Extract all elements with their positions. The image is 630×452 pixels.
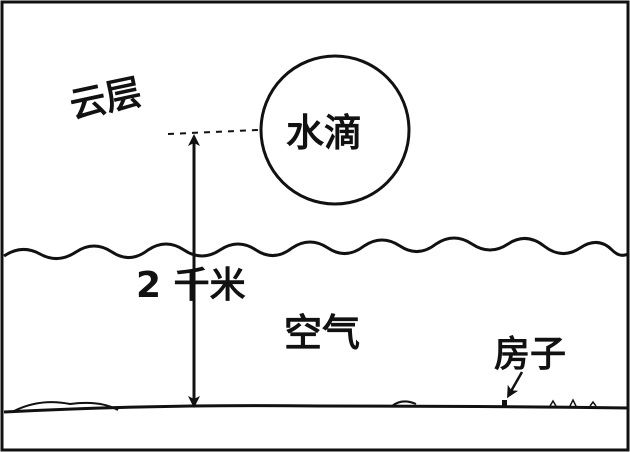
ground-mound-right (391, 400, 417, 407)
water-drop-circle (259, 54, 411, 206)
dashed-reference-line (167, 129, 259, 135)
water-drop-label: 水滴 (286, 111, 362, 155)
ground-mound-left (13, 401, 119, 412)
cloud-base-wave (3, 236, 629, 260)
cloud-layer-label: 云层 (66, 72, 145, 127)
house-label: 房子 (494, 334, 566, 375)
ground-line (3, 404, 629, 414)
ground-grass (549, 398, 597, 407)
distance-label: 2 千米 (136, 265, 246, 306)
air-label: 空气 (284, 311, 360, 355)
house-pointer-arrow (507, 371, 524, 399)
house-mark (502, 400, 507, 406)
